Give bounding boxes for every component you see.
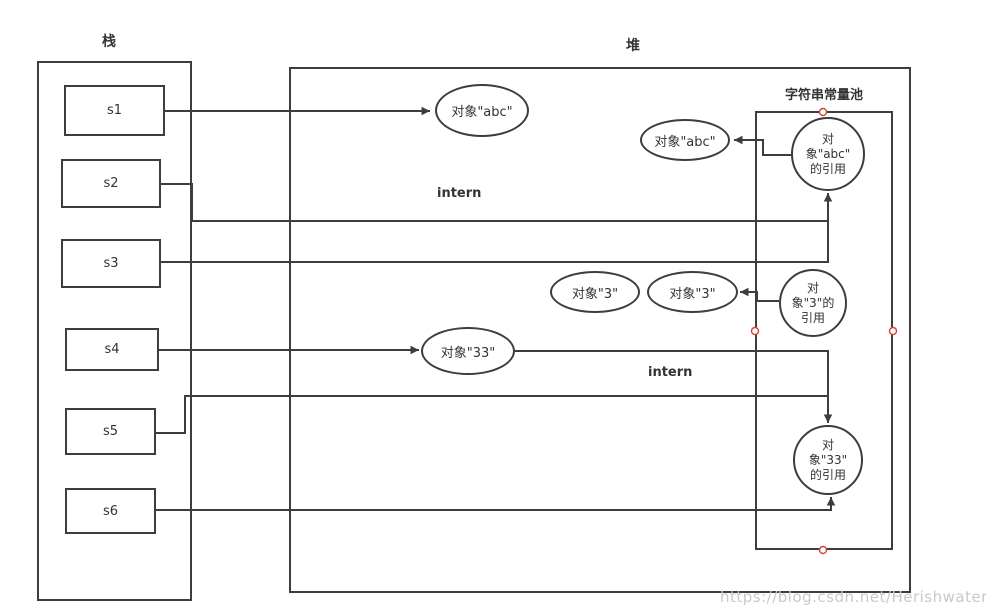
arrow-s3-to-abc-ref	[161, 193, 833, 263]
stack-var-s3: s3	[61, 239, 161, 288]
stack-var-label: s5	[102, 424, 119, 439]
pool-handle-top	[818, 107, 828, 117]
arrow-s6-to-33-ref	[156, 497, 836, 511]
pool-ref-line: 象"3"的	[791, 295, 835, 310]
stack-var-s6: s6	[65, 488, 156, 534]
pool-ref-line: 的引用	[809, 467, 846, 482]
pool-handle-bottom	[818, 545, 828, 555]
stack-var-s5: s5	[65, 408, 156, 455]
pool-handle-right	[888, 326, 898, 336]
pool-ref-line: 对	[806, 280, 819, 295]
intern-label-top: intern	[437, 186, 482, 201]
heap-object-label: 对象"abc"	[451, 105, 513, 120]
stack-var-s2: s2	[61, 159, 161, 208]
pool-ref-line: 的引用	[809, 161, 846, 176]
line-s2-to-abc-ref	[161, 183, 828, 222]
heap-title: 堆	[626, 38, 640, 54]
pool-ref-line: 对	[821, 131, 834, 146]
pool-ref-line: 象"33"	[808, 452, 848, 467]
pool-ref-line: 对	[821, 437, 834, 452]
arrow-33-intern-to-33-ref	[515, 350, 833, 423]
stack-var-label: s6	[102, 503, 119, 519]
stack-var-label: s1	[106, 103, 123, 118]
heap-object-abc-1: 对象"abc"	[435, 84, 529, 137]
pool-title: 字符串常量池	[784, 88, 863, 103]
pool-ref-33: 对 象"33" 的引用	[793, 425, 863, 495]
watermark-url: https://blog.csdn.net/Herishwater	[720, 588, 986, 606]
pool-handle-left	[750, 326, 760, 336]
stack-var-label: s2	[103, 176, 119, 191]
arrow-abc-ref-to-abc-object	[734, 135, 792, 156]
stack-var-s4: s4	[65, 328, 159, 371]
stack-var-label: s3	[103, 256, 119, 271]
pool-ref-abc: 对 象"abc" 的引用	[791, 117, 865, 191]
heap-object-3-1: 对象"3"	[550, 271, 640, 313]
heap-object-label: 对象"33"	[440, 345, 496, 361]
pool-ref-3: 对 象"3"的 引用	[779, 269, 847, 337]
stack-container	[37, 61, 192, 601]
arrow-3-ref-to-3-object	[740, 287, 779, 302]
pool-ref-line: 象"abc"	[805, 146, 851, 161]
heap-object-3-2: 对象"3"	[647, 271, 738, 313]
heap-object-label: 对象"3"	[669, 286, 716, 302]
line-s5-to-33-ref	[156, 395, 828, 434]
heap-object-label: 对象"abc"	[654, 134, 716, 150]
heap-object-label: 对象"3"	[571, 286, 619, 302]
intern-label-bottom: intern	[648, 365, 693, 380]
heap-object-33: 对象"33"	[421, 327, 515, 375]
stack-var-label: s4	[104, 342, 120, 357]
heap-object-abc-2: 对象"abc"	[640, 119, 730, 161]
heap-container	[289, 67, 911, 593]
stack-var-s1: s1	[64, 85, 165, 136]
stack-title: 栈	[102, 34, 116, 50]
pool-ref-line: 引用	[800, 310, 825, 325]
